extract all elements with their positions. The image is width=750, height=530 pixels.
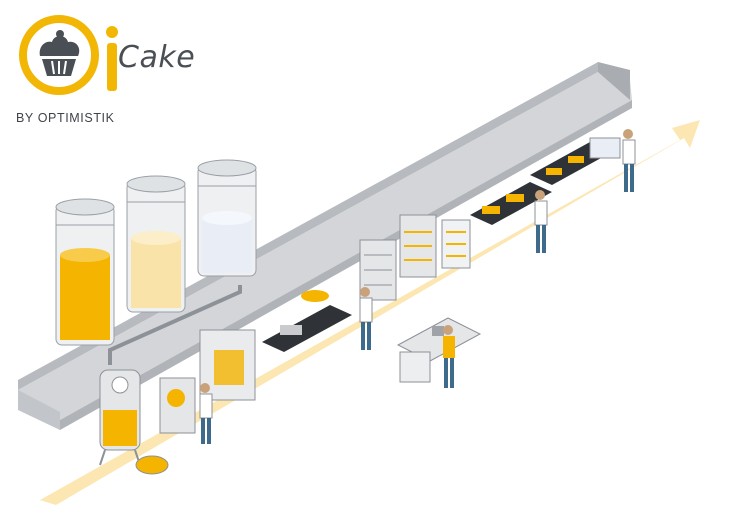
brand-logo [14, 10, 244, 130]
worker-1 [199, 383, 213, 444]
conveyor-packaging [470, 137, 621, 225]
silo-milk [197, 159, 257, 277]
worker-4 [534, 190, 548, 253]
cooling-rack [441, 219, 471, 269]
silo-yellow [55, 198, 115, 346]
mixer-machine [159, 377, 196, 434]
silo-cream [126, 175, 186, 313]
mixing-tank [99, 369, 169, 475]
cupcake-icon [19, 15, 118, 95]
worker-5 [622, 129, 636, 192]
oven-rack-2 [399, 214, 437, 278]
worker-2 [359, 287, 373, 350]
workstation-desk [396, 317, 482, 383]
ingredient-pipe [108, 285, 242, 365]
conveyor-molding [262, 290, 352, 352]
brand-byline: BY OPTIMISTIK [16, 111, 115, 125]
worker-3 [443, 325, 455, 388]
brand-name: Cake [118, 40, 196, 75]
